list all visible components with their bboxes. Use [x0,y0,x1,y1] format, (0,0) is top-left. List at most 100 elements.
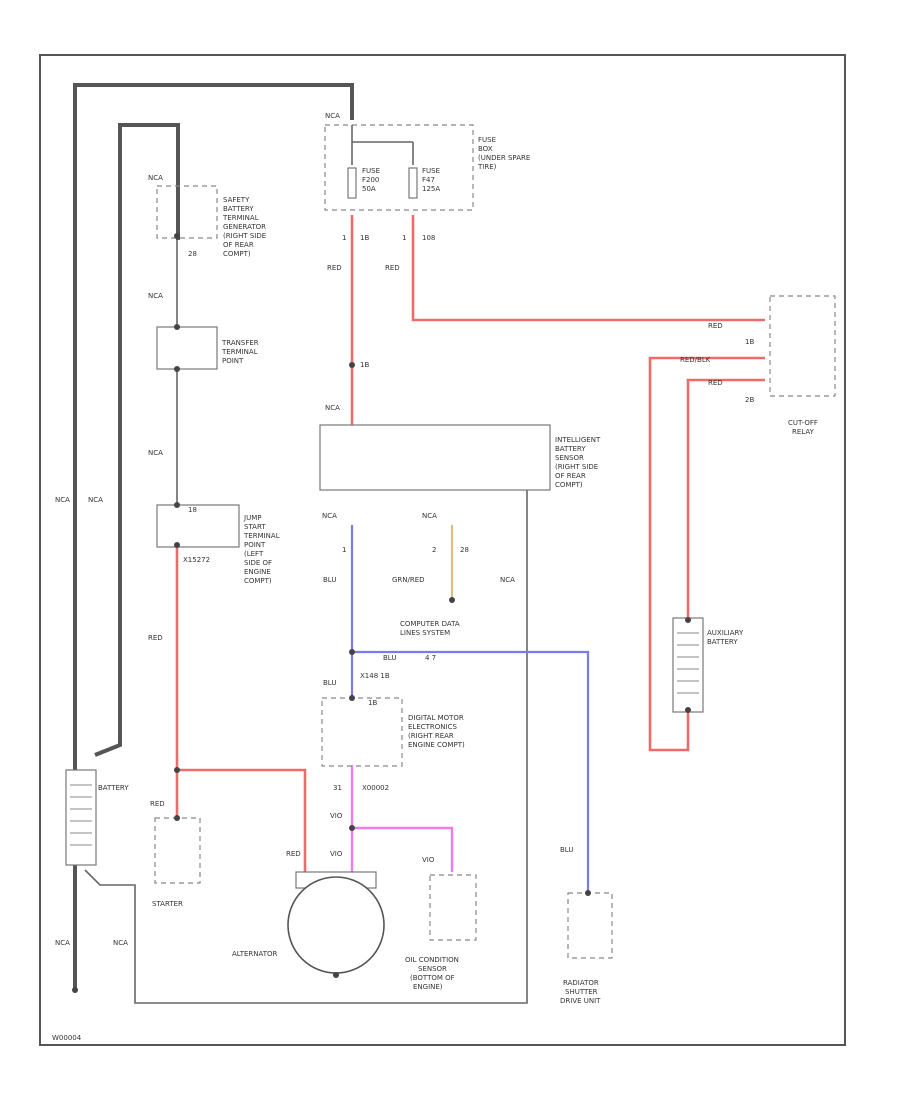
radiator-label: RADIATOR SHUTTER DRIVE UNIT [560,979,601,1005]
alt-red-label: RED [286,850,301,858]
svg-text:ENGINE: ENGINE [244,568,271,576]
svg-text:AUXILIARY: AUXILIARY [707,629,744,637]
transfer-point-box [156,326,218,370]
nca-safety: NCA [148,174,163,182]
jump-start-label: JUMP START TERMINAL POINT (LEFT SIDE OF … [243,514,280,585]
svg-text:F47: F47 [422,176,435,184]
jump-start-box [156,504,240,548]
svg-text:DRIVE UNIT: DRIVE UNIT [560,997,601,1005]
ground-wire-inner [94,123,180,757]
svg-text:SENSOR: SENSOR [555,454,584,462]
oil-sensor-box [429,874,477,941]
fuse1-label: FUSE F200 50A [362,167,380,193]
svg-text:CUT-OFF: CUT-OFF [788,419,818,427]
fuse1-pin-b: 1B [360,234,369,242]
dme-label: DIGITAL MOTOR ELECTRONICS (RIGHT REAR EN… [408,714,465,749]
svg-text:SAFETY: SAFETY [223,196,250,204]
svg-text:OF REAR: OF REAR [223,241,254,249]
fuse1-icon [347,167,357,199]
data-pins-blu: BLU [383,654,396,662]
svg-text:(LEFT: (LEFT [244,550,264,558]
ibs-pin1: 1 [342,546,346,554]
computer-data-label: COMPUTER DATA LINES SYSTEM [400,620,460,637]
safety-terminal-label: SAFETY BATTERY TERMINAL GENERATOR (RIGHT… [222,196,266,258]
nca-ibs-mid: NCA [422,512,437,520]
svg-text:TRANSFER: TRANSFER [221,339,259,347]
svg-text:125A: 125A [422,185,440,193]
svg-text:LINES SYSTEM: LINES SYSTEM [400,629,450,637]
alternator-label: ALTERNATOR [232,950,278,958]
alternator-icon [287,876,385,974]
ibs-box [319,424,551,491]
svg-text:TERMINAL: TERMINAL [222,214,259,222]
cutoff-relay-box [769,295,836,397]
cutoff-relay-label: CUT-OFF RELAY [788,419,818,436]
dme-pin: 1B [368,699,377,707]
svg-text:(RIGHT SIDE: (RIGHT SIDE [555,463,598,471]
nca-left2: NCA [88,496,103,504]
fuse2-red-wire [411,215,765,322]
safety-pin: 28 [188,250,197,258]
ibs-pin28: 28 [460,546,469,554]
svg-text:DIGITAL MOTOR: DIGITAL MOTOR [408,714,464,722]
svg-text:(BOTTOM OF: (BOTTOM OF [410,974,455,982]
svg-text:SIDE OF: SIDE OF [244,559,272,567]
ground-wire-bottom [84,490,528,1004]
svg-text:RADIATOR: RADIATOR [563,979,599,987]
ibs-grnred-label: GRN/RED [392,576,425,584]
jump-x15272: X15272 [183,556,210,564]
vio2-label: VIO [330,850,343,858]
ground-wire-outer [73,83,354,990]
ibs-top-pin: 1B [360,361,369,369]
oil-sensor-label: OIL CONDITION SENSOR (BOTTOM OF ENGINE) [405,956,459,991]
svg-text:START: START [244,523,266,531]
footer-code: W00004 [52,1034,82,1042]
svg-text:INTELLIGENT: INTELLIGENT [555,436,601,444]
svg-text:POINT: POINT [244,541,266,549]
starter-label: STARTER [152,900,183,908]
aux-battery-label: AUXILIARY BATTERY [707,629,744,646]
svg-text:COMPUTER DATA: COMPUTER DATA [400,620,460,628]
dme-box [321,697,403,767]
battery-icon [65,769,97,866]
radiator-blu-wire [352,650,590,895]
radiator-blu-label: BLU [560,846,573,854]
svg-text:BATTERY: BATTERY [555,445,586,453]
svg-text:ELECTRONICS: ELECTRONICS [408,723,457,731]
radiator-box [567,892,613,959]
svg-text:SHUTTER: SHUTTER [565,988,598,996]
starter-red-label: RED [150,800,165,808]
starter-box [154,817,201,884]
battery-cells [70,784,92,846]
fuse1-pin: 1 [342,234,346,242]
svg-text:COMPT): COMPT) [223,250,251,258]
svg-text:ENGINE COMPT): ENGINE COMPT) [408,741,465,749]
svg-text:(RIGHT REAR: (RIGHT REAR [408,732,454,740]
dme-blu-label: BLU [323,679,336,687]
safety-terminal-box [156,185,218,239]
ibs-label: INTELLIGENT BATTERY SENSOR (RIGHT SIDE O… [555,436,601,489]
cutoff-pin2: 2B [745,396,754,404]
svg-text:GENERATOR: GENERATOR [223,223,266,231]
svg-text:50A: 50A [362,185,376,193]
junction-dots [72,233,691,993]
ibs-blu-label: BLU [323,576,336,584]
svg-text:SENSOR: SENSOR [418,965,447,973]
cutoff-red2-label: RED [708,379,723,387]
nca-left1: NCA [55,496,70,504]
svg-text:BATTERY: BATTERY [223,205,254,213]
svg-text:ENGINE): ENGINE) [413,983,443,991]
svg-text:FUSE: FUSE [478,136,496,144]
fuse2-pin: 1 [402,234,406,242]
svg-text:(RIGHT SIDE: (RIGHT SIDE [223,232,266,240]
fuse2-pin-108: 108 [422,234,435,242]
nca-bottom: NCA [55,939,70,947]
fuse-box [324,124,474,211]
svg-text:BOX: BOX [478,145,493,153]
x148-label: X148 1B [360,672,390,680]
fuse2-label: FUSE F47 125A [422,167,440,193]
jump-red-label: RED [148,634,163,642]
svg-text:BATTERY: BATTERY [707,638,738,646]
jump-pin: 18 [188,506,197,514]
